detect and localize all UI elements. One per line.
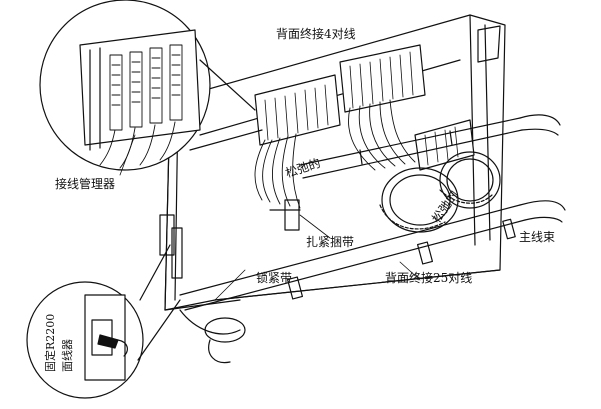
wire-manager-detail-circle (39, 0, 263, 171)
label-wire-device: 面线器 (61, 339, 74, 372)
label-back-4pair: 背面终接4对线 (276, 27, 356, 41)
leader-lines (119, 134, 421, 301)
label-cable-tie: 扎紧捆带 (306, 235, 355, 249)
label-main-bundle: 主线束 (519, 230, 556, 244)
wire-fans (254, 99, 416, 209)
connector-blocks-4pair (254, 44, 475, 171)
main-cable-bundle (179, 200, 566, 311)
back-panel (159, 14, 506, 311)
label-fix-r2200: 固定R2200 (44, 313, 57, 372)
label-wire-manager: 接线管理器 (55, 177, 116, 191)
r2200-detail-circle (26, 244, 181, 399)
lower-rail (164, 269, 501, 364)
label-back-25pair: 背面终接25对线 (385, 271, 473, 285)
bottom-post (171, 199, 301, 279)
label-lock-strap: 锁紧带 (256, 271, 293, 285)
upper-cable-bundle (299, 114, 561, 179)
